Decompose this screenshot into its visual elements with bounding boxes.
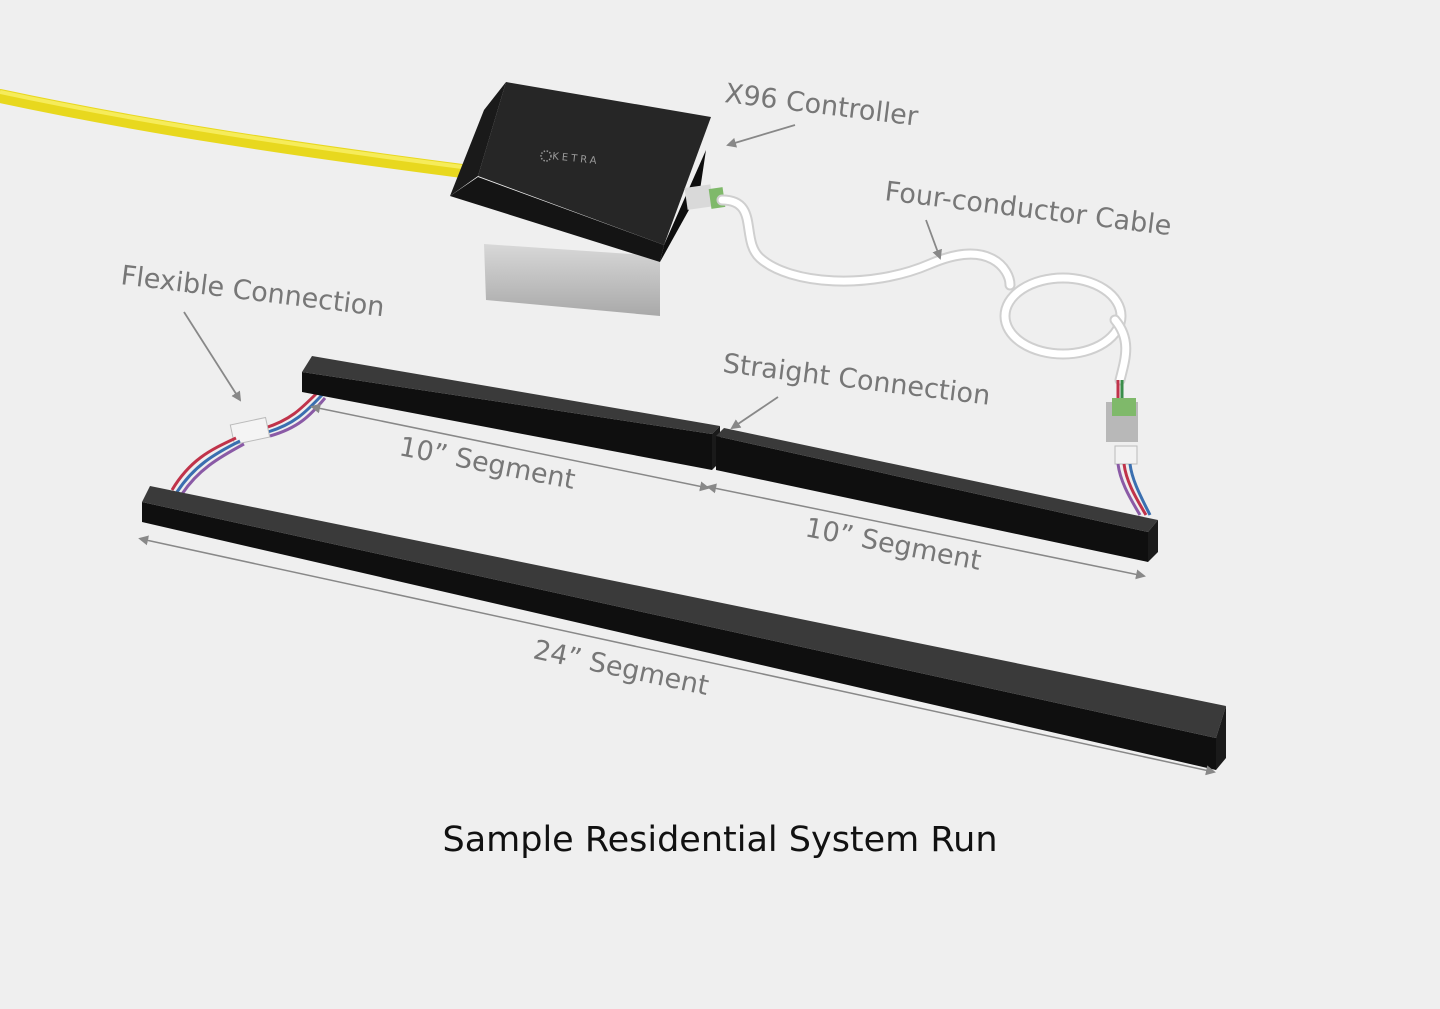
segment-10in-left-label: 10” Segment [397,431,578,495]
controller-label: X96 Controller [723,78,920,133]
controller-callout-arrow [726,124,796,148]
segment-10in-right-label: 10” Segment [803,512,984,576]
cable-callout-arrow [925,219,942,260]
power-cable [0,89,477,179]
cable-connector [1106,398,1152,516]
straight-connection-label: Straight Connection [721,348,992,412]
flexible-connection-label: Flexible Connection [119,260,386,323]
flexible-callout-arrow [183,311,242,402]
controller-device: KETRA [450,82,726,262]
junction-box [484,244,660,316]
controller-brand-logo: KETRA [552,151,600,167]
straight-callout-arrow [730,396,779,430]
dimension-line-10in-left [310,403,710,492]
cable-label: Four-conductor Cable [883,176,1173,242]
four-conductor-cable [716,194,1132,400]
flexible-connection [170,390,327,495]
diagram-caption: Sample Residential System Run [442,820,998,860]
dimension-line-24in [138,535,1216,776]
